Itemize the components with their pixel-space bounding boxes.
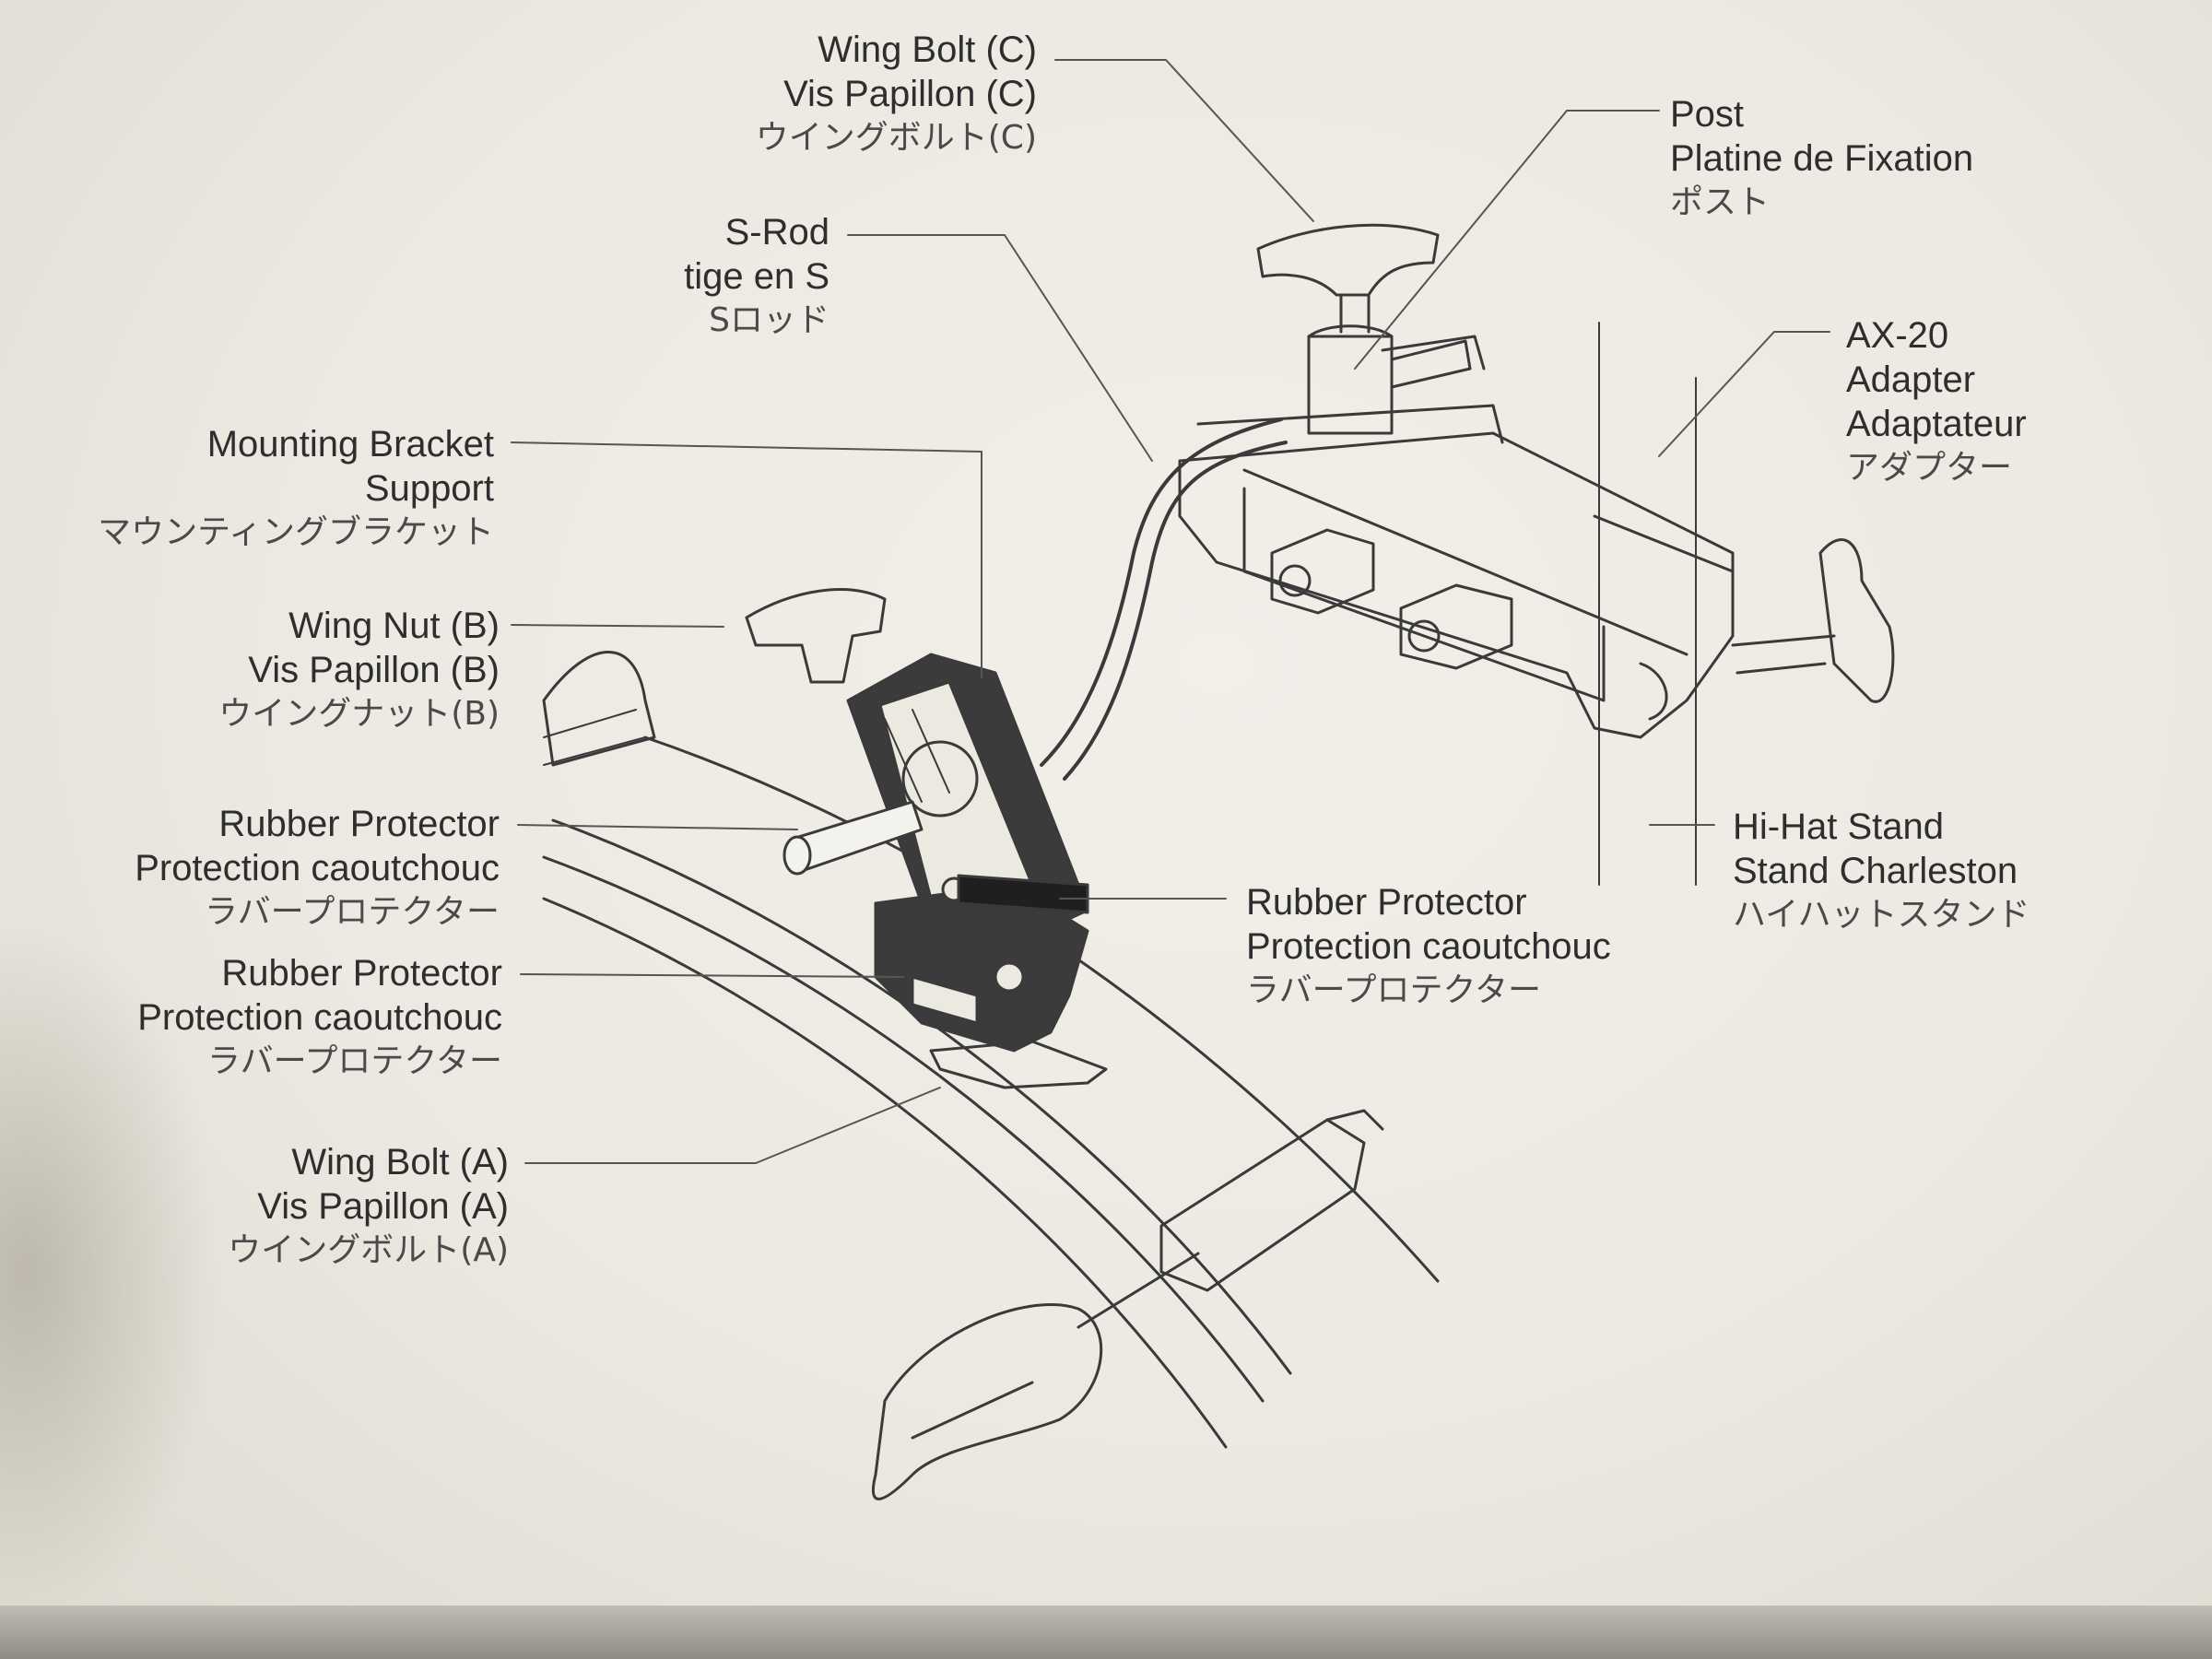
label-mounting-bracket: Mounting Bracket Support マウンティングブラケット [55,422,494,555]
s-rod-jp: Sロッド [709,301,830,339]
rubber-protector-3-jp: ラバープロテクター [1246,971,1542,1009]
hex-nut-2 [1399,583,1513,670]
wing-bolt-a [929,1040,1108,1089]
post-jp: ポスト [1670,183,1771,221]
rubber-protector-2-en: Rubber Protector [221,953,502,994]
leader-wing-nut-b [511,624,724,628]
label-s-rod: S-Rod tige en S Sロッド [553,210,830,343]
wing-bolt-a-en: Wing Bolt (A) [291,1142,509,1182]
label-wing-bolt-c: Wing Bolt (C) Vis Papillon (C) ウイングボルト(C… [590,28,1037,160]
wing-bolt-c [1256,223,1440,297]
s-rod-fr: tige en S [684,256,830,297]
hex-nut-1 [1270,528,1375,615]
label-rubber-protector-3: Rubber Protector Protection caoutchouc ラ… [1246,880,1611,1013]
ax20-fr: Adaptateur [1846,404,2027,444]
ax20-jp: アダプター [1846,449,2013,487]
page-shadow [0,922,221,1622]
drum-hoop-outer [643,735,1440,1283]
label-rubber-protector-1: Rubber Protector Protection caoutchouc ラ… [83,802,500,935]
pedal-hint [542,651,656,767]
drum-hoop-line-3 [542,855,1265,1403]
leader-post [1354,110,1660,370]
rubber-protector-2-jp: ラバープロテクター [206,1042,502,1080]
lower-clamp [874,877,1089,1053]
rubber-protector-1-jp: ラバープロテクター [204,893,500,931]
leader-s-rod [847,234,1153,462]
post [1307,335,1394,435]
hihat-stand-jp: ハイハットスタンド [1733,896,2030,934]
claw-hook [871,1303,1103,1500]
adapter-wing-bolt [1818,538,1895,703]
label-post: Post Platine de Fixation ポスト [1670,92,1973,225]
leader-mounting-bracket [511,441,982,678]
label-rubber-protector-2: Rubber Protector Protection caoutchouc ラ… [83,951,502,1084]
leader-rubber-2 [520,973,904,978]
wing-bolt-a-jp: ウイングボルト(A) [228,1231,509,1269]
wing-bolt-c-fr: Vis Papillon (C) [783,74,1037,114]
leader-wing-bolt-c [1054,59,1314,222]
mounting-bracket [846,653,1085,942]
wing-bolt-a-fr: Vis Papillon (A) [257,1186,509,1227]
ax20-model: AX-20 [1846,315,1949,356]
s-rod [1040,418,1283,767]
rubber-protector-1-en: Rubber Protector [218,804,500,844]
label-hihat-stand: Hi-Hat Stand Stand Charleston ハイハットスタンド [1733,805,2030,937]
wing-nut-b-jp: ウイングナット(B) [218,695,500,733]
ax20-en: Adapter [1846,359,1976,400]
post-fr: Platine de Fixation [1670,138,1974,179]
post-en: Post [1670,94,1745,135]
label-wing-nut-b: Wing Nut (B) Vis Papillon (B) ウイングナット(B) [166,604,500,736]
rubber-protector-2-fr: Protection caoutchouc [137,997,502,1038]
page-bottom-edge [0,1606,2212,1659]
rubber-protector-band [957,874,1089,914]
mounting-bracket-jp: マウンティングブラケット [98,513,494,551]
wing-nut-b-en: Wing Nut (B) [288,606,500,646]
wing-bolt-c-jp: ウイングボルト(C) [755,119,1037,157]
tension-rod [1077,1252,1200,1329]
drum-hoop-line-2 [551,818,1292,1375]
leader-wing-bolt-a [524,1087,941,1164]
label-wing-bolt-a: Wing Bolt (A) Vis Papillon (A) ウイングボルト(A… [184,1140,509,1273]
s-rod-en: S-Rod [724,212,830,253]
hihat-stand-fr: Stand Charleston [1733,851,2018,891]
leader-rubber-1 [517,824,798,830]
tension-lug [1159,1118,1366,1292]
rubber-protector-3-fr: Protection caoutchouc [1246,926,1611,967]
knurled-post-top [1381,335,1486,371]
drum-hoop-line-4 [542,897,1228,1449]
ax20-adapter [1178,431,1735,739]
wing-bolt-c-en: Wing Bolt (C) [818,29,1037,70]
leader-ax20 [1658,331,1830,457]
mounting-bracket-fr: Support [364,468,494,509]
label-ax20-adapter: AX-20 Adapter Adaptateur アダプター [1846,313,2027,490]
hihat-stand-en: Hi-Hat Stand [1733,806,1944,847]
wing-nut-b [745,588,887,684]
mounting-bracket-en: Mounting Bracket [206,424,494,465]
knurled-rod [791,800,924,873]
rubber-protector-1-fr: Protection caoutchouc [135,848,500,888]
rubber-protector-3-en: Rubber Protector [1246,882,1527,923]
wing-nut-b-fr: Vis Papillon (B) [248,650,500,690]
